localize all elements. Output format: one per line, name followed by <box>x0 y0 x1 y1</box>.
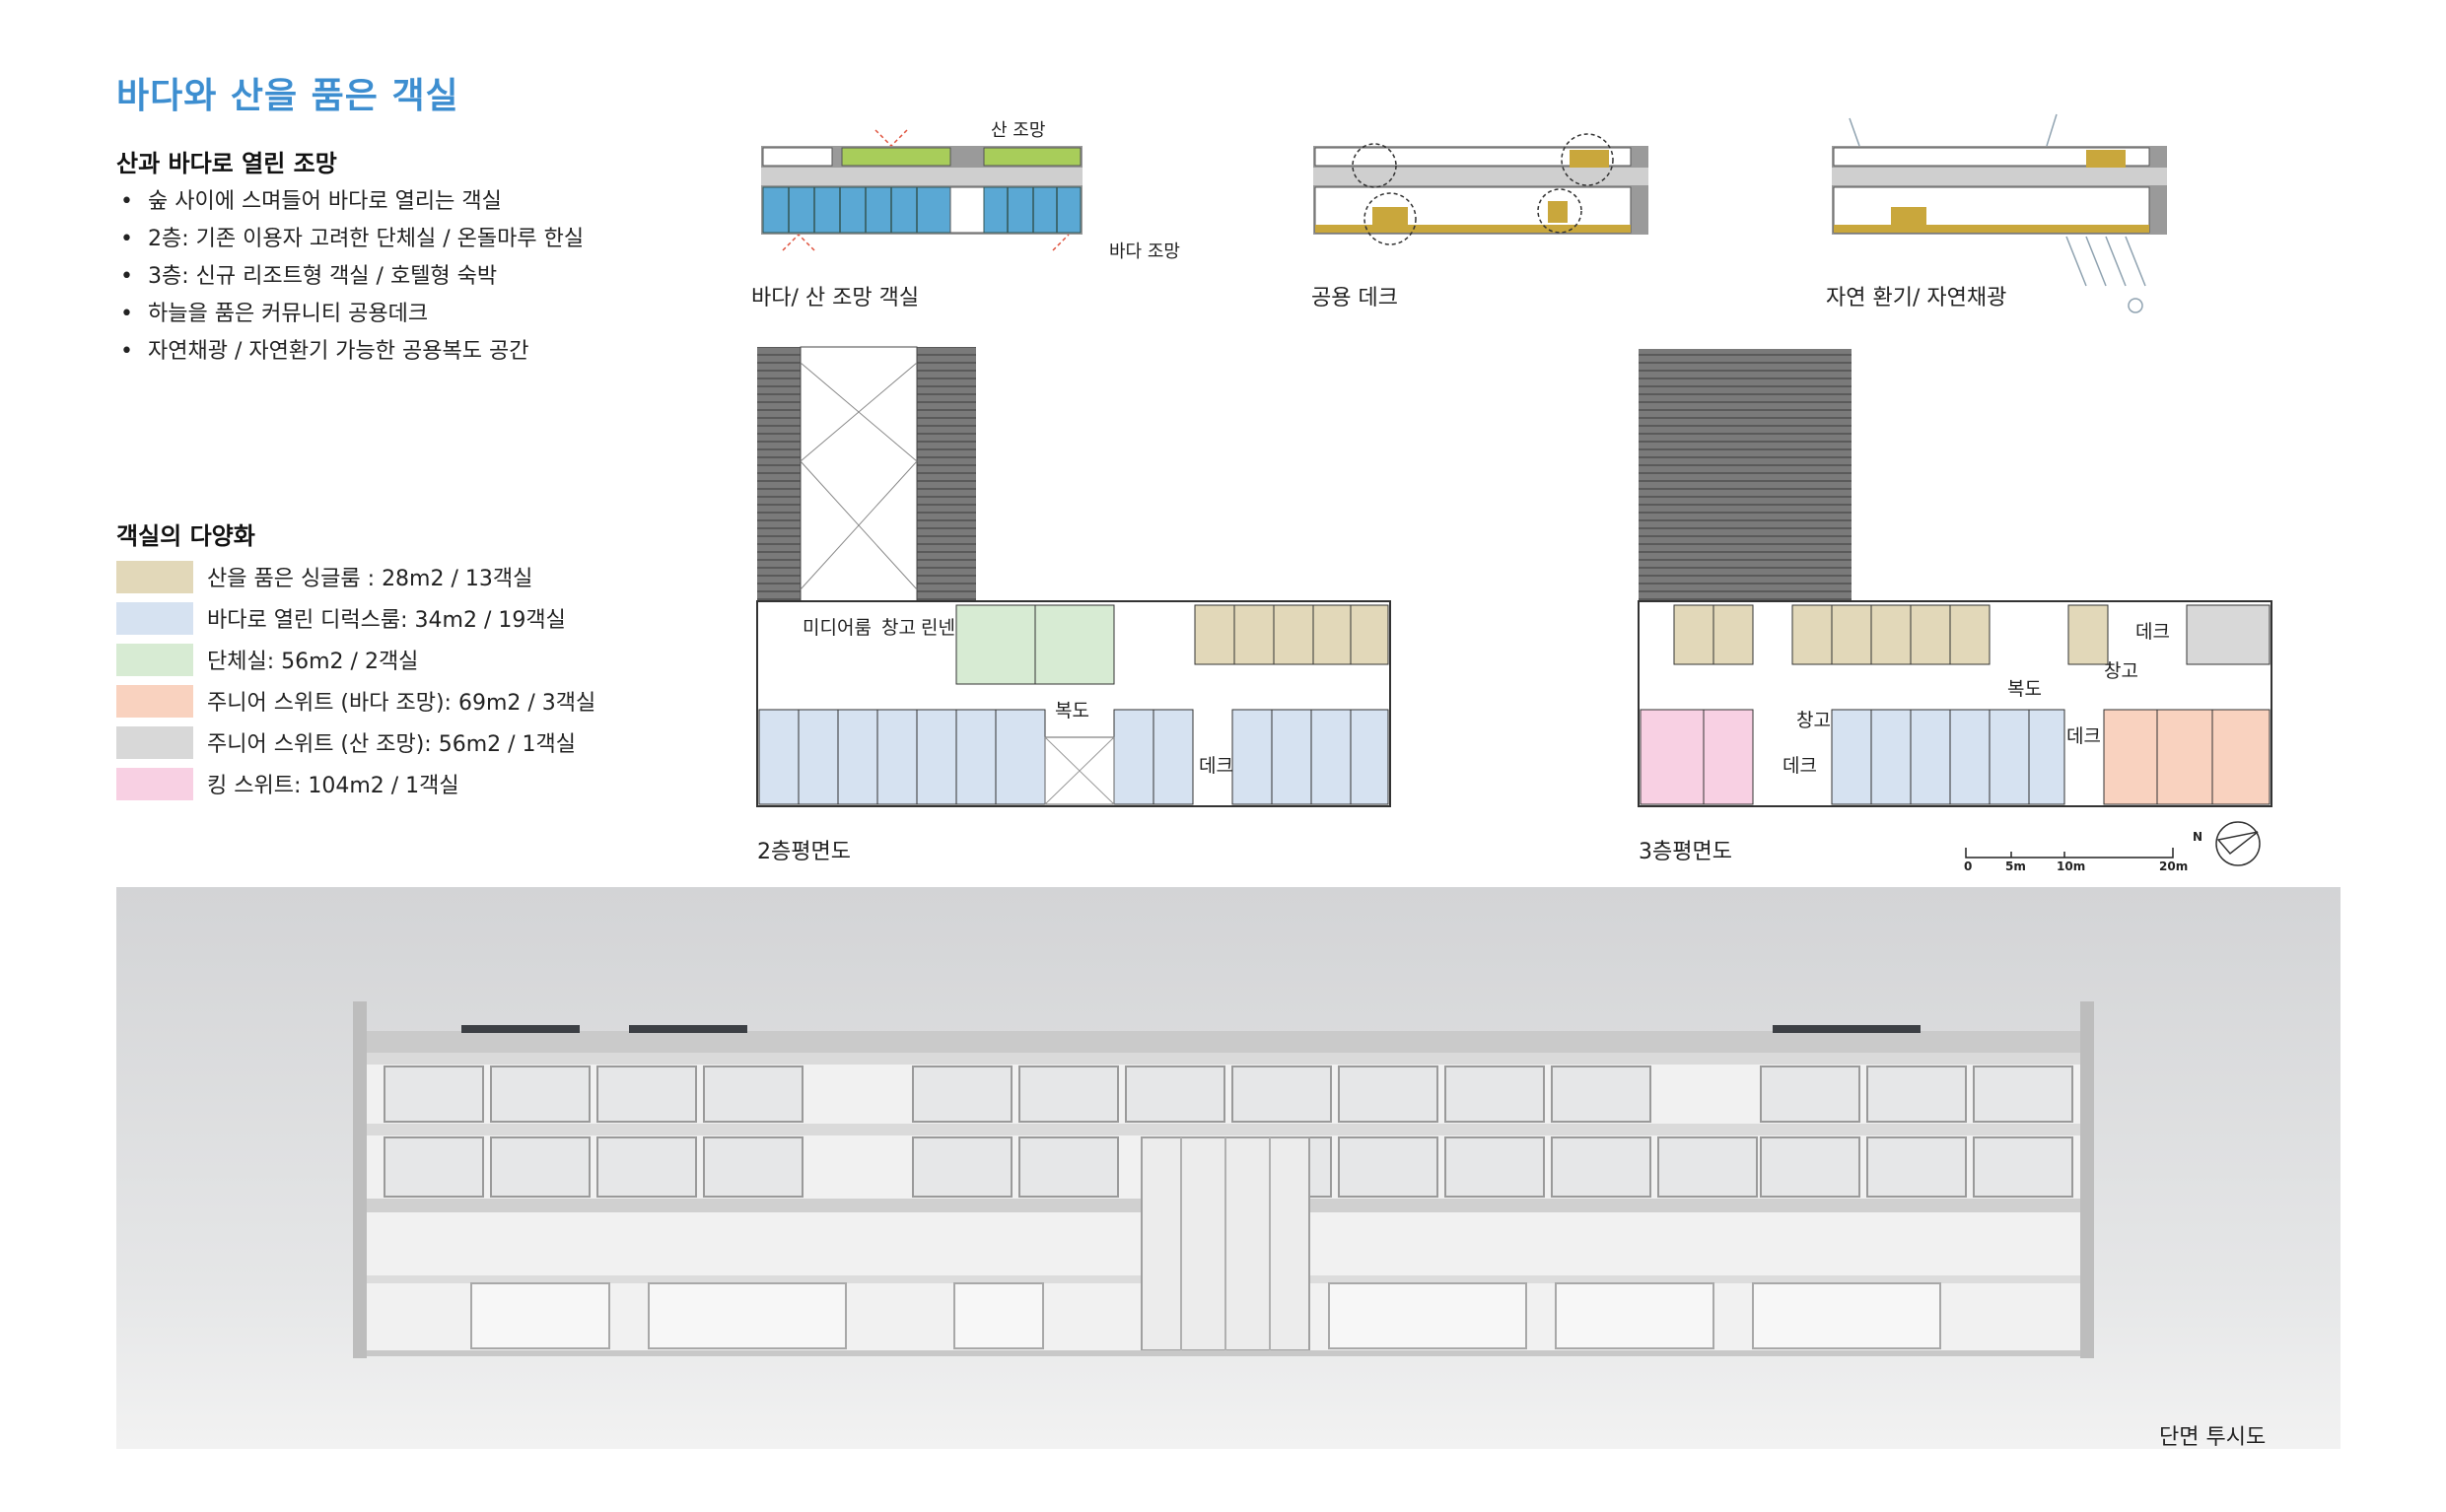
bullet-item: 2층: 기존 이용자 고려한 단체실 / 온돌마루 한실 <box>116 221 584 258</box>
deck-label: 데크 <box>2135 621 2170 643</box>
storage-label: 창고 <box>881 617 916 639</box>
ventilation-diagram-caption: 자연 환기/ 자연채광 <box>1826 286 2007 310</box>
north-label: N <box>2193 830 2203 844</box>
sea-view-label: 바다 조망 <box>1109 241 1180 262</box>
legend-label: 주니어 스위트 (바다 조망): 69m2 / 3객실 <box>207 691 596 716</box>
floor3-caption: 3층평면도 <box>1639 840 1732 864</box>
legend-item-single: 산을 품은 싱글룸 : 28m2 / 13객실 <box>116 556 595 597</box>
deck-diagram <box>1313 133 1648 245</box>
deck-label: 데크 <box>1782 755 1817 777</box>
deck-diagram-caption: 공용 데크 <box>1311 286 1398 310</box>
legend-item-deluxe: 바다로 열린 디럭스룸: 34m2 / 19객실 <box>116 597 595 639</box>
view-diagram-caption: 바다/ 산 조망 객실 <box>751 286 920 310</box>
legend-swatch <box>116 684 193 718</box>
floor2-caption: 2층평면도 <box>757 840 851 864</box>
mountain-view-label: 산 조망 <box>991 120 1046 141</box>
bullet-item: 하늘을 품은 커뮤니티 공용데크 <box>116 296 584 333</box>
legend-label: 단체실: 56m2 / 2객실 <box>207 650 419 674</box>
room-type-legend: 산을 품은 싱글룸 : 28m2 / 13객실 바다로 열린 디럭스룸: 34m… <box>116 556 595 804</box>
ventilation-diagram <box>1832 113 2167 313</box>
scale-bar <box>1965 848 2174 859</box>
scale-tick: 5m <box>2005 859 2026 873</box>
bullet-item: 숲 사이에 스며들어 바다로 열리는 객실 <box>116 183 584 221</box>
legend-label: 주니어 스위트 (산 조망): 56m2 / 1객실 <box>207 732 577 757</box>
legend-item-junior-mountain: 주니어 스위트 (산 조망): 56m2 / 1객실 <box>116 722 595 763</box>
scale-tick: 0 <box>1964 859 1973 873</box>
corridor-label: 복도 <box>2007 678 2042 700</box>
legend-label: 바다로 열린 디럭스룸: 34m2 / 19객실 <box>207 608 566 633</box>
floor2-plan <box>756 346 1391 807</box>
bullet-item: 3층: 신규 리조트형 객실 / 호텔형 숙박 <box>116 258 584 296</box>
floor3-plan <box>1638 349 2272 807</box>
legend-item-king: 킹 스위트: 104m2 / 1객실 <box>116 763 595 804</box>
variety-heading: 객실의 다양화 <box>116 522 255 550</box>
page-title: 바다와 산을 품은 객실 <box>116 76 459 116</box>
legend-swatch <box>116 643 193 676</box>
linen-label: 린넨 <box>921 617 955 639</box>
bullet-item: 자연채광 / 자연환기 가능한 공용복도 공간 <box>116 333 584 371</box>
legend-swatch <box>116 725 193 759</box>
corridor-label: 복도 <box>1055 700 1089 722</box>
legend-label: 킹 스위트: 104m2 / 1객실 <box>207 774 459 798</box>
legend-item-junior-sea: 주니어 스위트 (바다 조망): 69m2 / 3객실 <box>116 680 595 722</box>
legend-swatch <box>116 601 193 635</box>
legend-swatch <box>116 560 193 593</box>
section-perspective <box>116 887 2341 1449</box>
legend-label: 산을 품은 싱글룸 : 28m2 / 13객실 <box>207 567 533 591</box>
media-room-label: 미디어룸 <box>803 617 872 639</box>
north-arrow-icon <box>2215 821 2261 866</box>
legend-item-group: 단체실: 56m2 / 2객실 <box>116 639 595 680</box>
view-diagram <box>761 129 1083 251</box>
deck-label: 데크 <box>2066 725 2101 747</box>
views-bullet-list: 숲 사이에 스며들어 바다로 열리는 객실 2층: 기존 이용자 고려한 단체실… <box>116 183 584 371</box>
scale-tick: 20m <box>2159 859 2189 873</box>
storage-label: 창고 <box>1796 710 1831 731</box>
storage-label: 창고 <box>2104 660 2138 682</box>
scale-tick: 10m <box>2057 859 2086 873</box>
section-caption: 단면 투시도 <box>2159 1425 2267 1450</box>
deck-label: 데크 <box>1199 755 1233 777</box>
views-heading: 산과 바다로 열린 조망 <box>116 150 337 177</box>
legend-swatch <box>116 767 193 800</box>
